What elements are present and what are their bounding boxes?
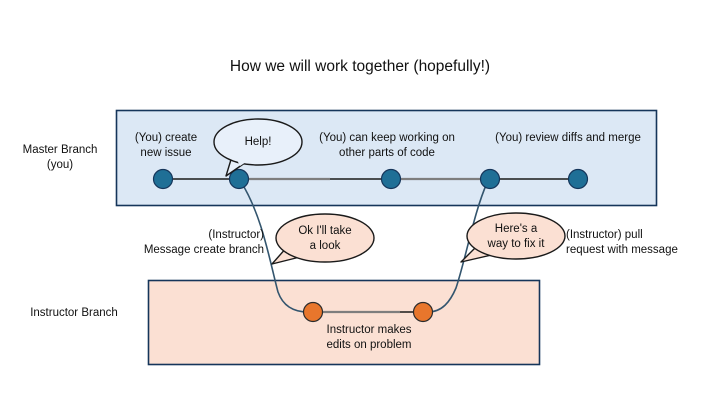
master-commit-node-2[interactable] (228, 168, 250, 190)
annotation-review-diffs-and-merge: (You) review diffs and merge (495, 132, 641, 144)
speech-bubble-help (213, 118, 303, 177)
annotation-message-create-branch: (Instructor) Message create branch (143, 229, 264, 256)
speech-bubble-ok-look-text: Ok I'll take a look (298, 225, 352, 252)
instructor-commit-node-1[interactable] (302, 301, 324, 323)
annotation-pull-request-with-message: (Instructor) pull request with message (566, 229, 678, 256)
annotation-keep-working: (You) can keep working on other parts of… (319, 132, 455, 159)
branch-out-curve (240, 181, 309, 313)
speech-bubble-help-body (213, 118, 303, 166)
instructor-commit-node-2[interactable] (412, 301, 434, 323)
master-commit-node-3[interactable] (380, 168, 402, 190)
merge-curve (427, 182, 488, 313)
instructor-branch-box (147, 279, 541, 366)
speech-bubble-help-tail-cover (236, 158, 252, 166)
master-commit-node-4[interactable] (479, 168, 501, 190)
master-branch-box (115, 109, 658, 207)
speech-bubble-heres-fix-tail-cover (483, 236, 502, 254)
annotation-instructor-makes-edits: Instructor makes edits on problem (326, 324, 412, 351)
annotation-create-new-issue: (You) create new issue (134, 132, 198, 159)
speech-bubble-help-text: Help! (244, 136, 272, 148)
master-commit-node-1[interactable] (152, 168, 174, 190)
speech-bubble-heres-fix-text: Here's a way to fix it (487, 223, 545, 250)
master-commit-node-5[interactable] (567, 168, 589, 190)
master-branch-label: Master Branch (you) (22, 144, 98, 171)
speech-bubble-ok-look-tail-cover (292, 238, 310, 256)
speech-bubble-heres-fix (460, 212, 566, 263)
instructor-branch-label: Instructor Branch (30, 307, 118, 319)
speech-bubble-ok-look (271, 213, 375, 265)
page-title: How we will work together (hopefully!) (229, 58, 491, 75)
